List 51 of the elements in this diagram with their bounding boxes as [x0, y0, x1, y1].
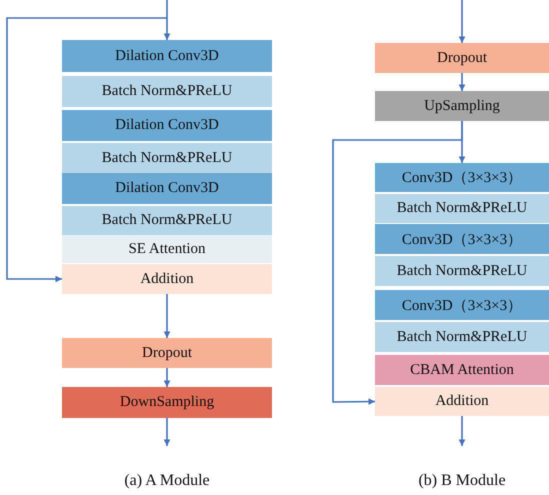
layer-label: CBAM Attention	[410, 362, 514, 378]
layer-label: Batch Norm&PReLU	[396, 262, 528, 280]
conv-layer-box	[375, 224, 549, 254]
layer-label: Dilation Conv3D	[115, 117, 219, 134]
norm-layer-box	[62, 143, 272, 173]
norm-layer-box	[375, 322, 549, 352]
layer-label: Addition	[140, 270, 194, 288]
layer-label: Addition	[435, 393, 489, 410]
layer-label: Batch Norm&PReLU	[102, 212, 232, 229]
layer-label: Conv3D（3×3×3）	[402, 296, 522, 314]
panel-caption: (a) A Module	[124, 472, 210, 490]
attention-box	[375, 355, 549, 385]
layer-label: Batch Norm&PReLU	[102, 150, 232, 166]
conv-layer-box	[375, 290, 549, 320]
layer-label: SE Attention	[128, 240, 206, 258]
conv-layer-box	[375, 163, 549, 192]
layer-label: UpSampling	[424, 98, 500, 114]
layer-label: Dilation Conv3D	[115, 48, 219, 64]
layer-label: Dropout	[142, 344, 192, 362]
layer-label: DownSampling	[120, 394, 214, 411]
dropout-box	[375, 43, 549, 73]
layer-label: Batch Norm&PReLU	[396, 328, 528, 346]
arrow	[458, 0, 466, 43]
layer-label: Dilation Conv3D	[115, 180, 219, 197]
arrow	[164, 0, 170, 40]
arrow	[332, 121, 463, 405]
layer-label: Dropout	[437, 50, 487, 66]
conv-layer-box	[62, 110, 272, 141]
layer-label: Batch Norm&PReLU	[102, 83, 232, 100]
norm-layer-box	[62, 206, 272, 235]
arrow	[458, 416, 466, 446]
conv-layer-box	[62, 173, 272, 204]
layer-label: Conv3D（3×3×3）	[402, 169, 522, 187]
attention-box	[62, 235, 272, 263]
norm-layer-box	[375, 256, 549, 286]
downsampling-box	[62, 387, 272, 418]
arrow	[164, 368, 170, 387]
norm-layer-box	[62, 76, 272, 107]
layer-label: Batch Norm&PReLU	[396, 200, 528, 217]
arrow	[164, 418, 170, 446]
dropout-box	[62, 338, 272, 368]
arrow	[458, 73, 466, 91]
panel-caption: (b) B Module	[418, 472, 506, 490]
arrow	[164, 294, 170, 338]
addition-box	[375, 387, 549, 416]
addition-box	[62, 264, 272, 294]
conv-layer-box	[62, 40, 272, 72]
layer-label: Conv3D（3×3×3）	[402, 230, 522, 248]
upsampling-box	[375, 91, 549, 121]
arrow	[6, 17, 167, 282]
norm-layer-box	[375, 194, 549, 223]
